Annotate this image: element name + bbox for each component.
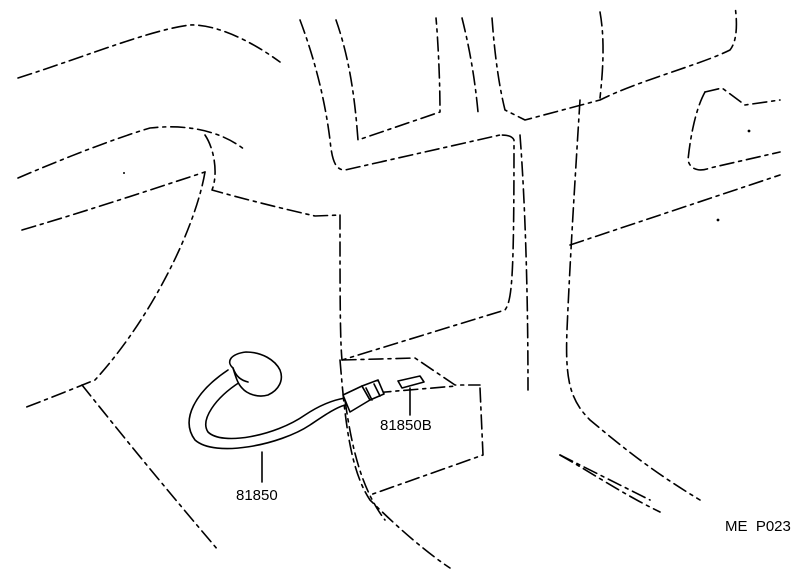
cable-connector bbox=[342, 379, 385, 413]
center-console bbox=[299, 17, 529, 569]
speck-marks bbox=[123, 129, 751, 222]
jack-81850B bbox=[397, 375, 425, 389]
figure-code: ME P023 bbox=[725, 518, 791, 535]
plug-body bbox=[229, 351, 283, 397]
right-panel bbox=[491, 5, 781, 513]
diagnostic-cable bbox=[188, 369, 346, 450]
part-label-81850B: 81850B bbox=[380, 417, 432, 434]
part-label-81850: 81850 bbox=[236, 487, 278, 504]
dashboard-left-contour bbox=[17, 24, 341, 551]
jack-recess bbox=[341, 357, 484, 496]
